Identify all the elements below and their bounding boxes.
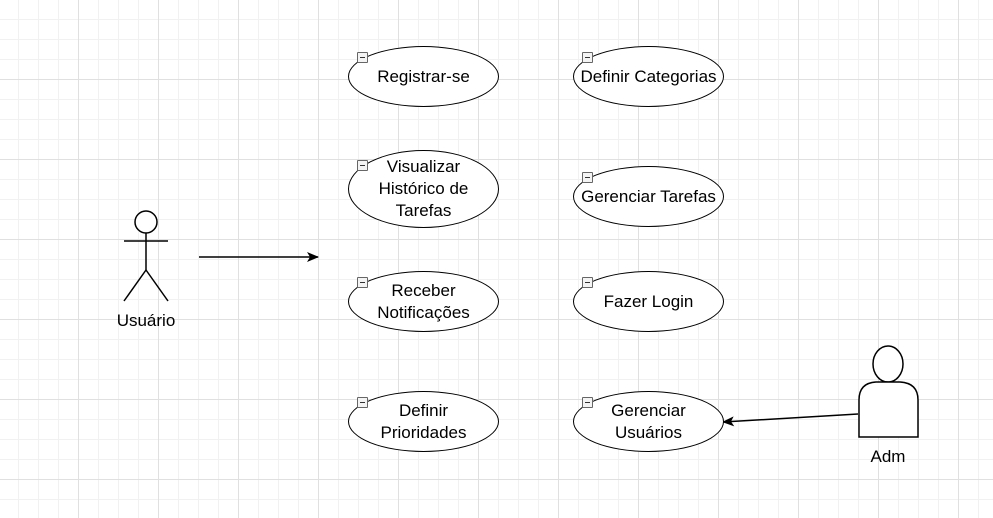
- usecase-receber-notificacoes[interactable]: Receber Notificações: [348, 271, 499, 332]
- collapse-icon[interactable]: [357, 277, 368, 288]
- usecase-visualizar-historico[interactable]: Visualizar Histórico de Tarefas: [348, 150, 499, 228]
- actor-adm-label: Adm: [870, 447, 906, 466]
- collapse-icon[interactable]: [357, 52, 368, 63]
- usecase-registrar-se[interactable]: Registrar-se: [348, 46, 499, 107]
- collapse-icon[interactable]: [582, 397, 593, 408]
- actor-usuario-figure[interactable]: [123, 210, 169, 302]
- usecase-gerenciar-tarefas[interactable]: Gerenciar Tarefas: [573, 166, 724, 227]
- usecase-definir-prioridades[interactable]: Definir Prioridades: [348, 391, 499, 452]
- usecase-label: Receber Notificações: [377, 280, 470, 322]
- usecase-label: Definir Prioridades: [380, 400, 467, 442]
- usecase-label: Registrar-se: [377, 66, 470, 86]
- collapse-icon[interactable]: [582, 52, 593, 63]
- usecase-label: Fazer Login: [603, 291, 694, 311]
- collapse-icon[interactable]: [582, 172, 593, 183]
- usecase-definir-categorias[interactable]: Definir Categorias: [573, 46, 724, 107]
- usecase-label: Gerenciar Tarefas: [581, 186, 716, 206]
- collapse-icon[interactable]: [357, 397, 368, 408]
- actor-adm-figure[interactable]: [858, 345, 919, 438]
- usecase-label: Visualizar Histórico de Tarefas: [378, 157, 469, 220]
- collapse-icon[interactable]: [357, 160, 368, 171]
- usecase-label: Gerenciar Usuários: [611, 400, 686, 442]
- adm-arrow[interactable]: [722, 413, 859, 427]
- usecase-label: Definir Categorias: [580, 66, 717, 86]
- collapse-icon[interactable]: [582, 277, 593, 288]
- usecase-fazer-login[interactable]: Fazer Login: [573, 271, 724, 332]
- usecase-gerenciar-usuarios[interactable]: Gerenciar Usuários: [573, 391, 724, 452]
- actor-usuario-label: Usuário: [116, 311, 176, 330]
